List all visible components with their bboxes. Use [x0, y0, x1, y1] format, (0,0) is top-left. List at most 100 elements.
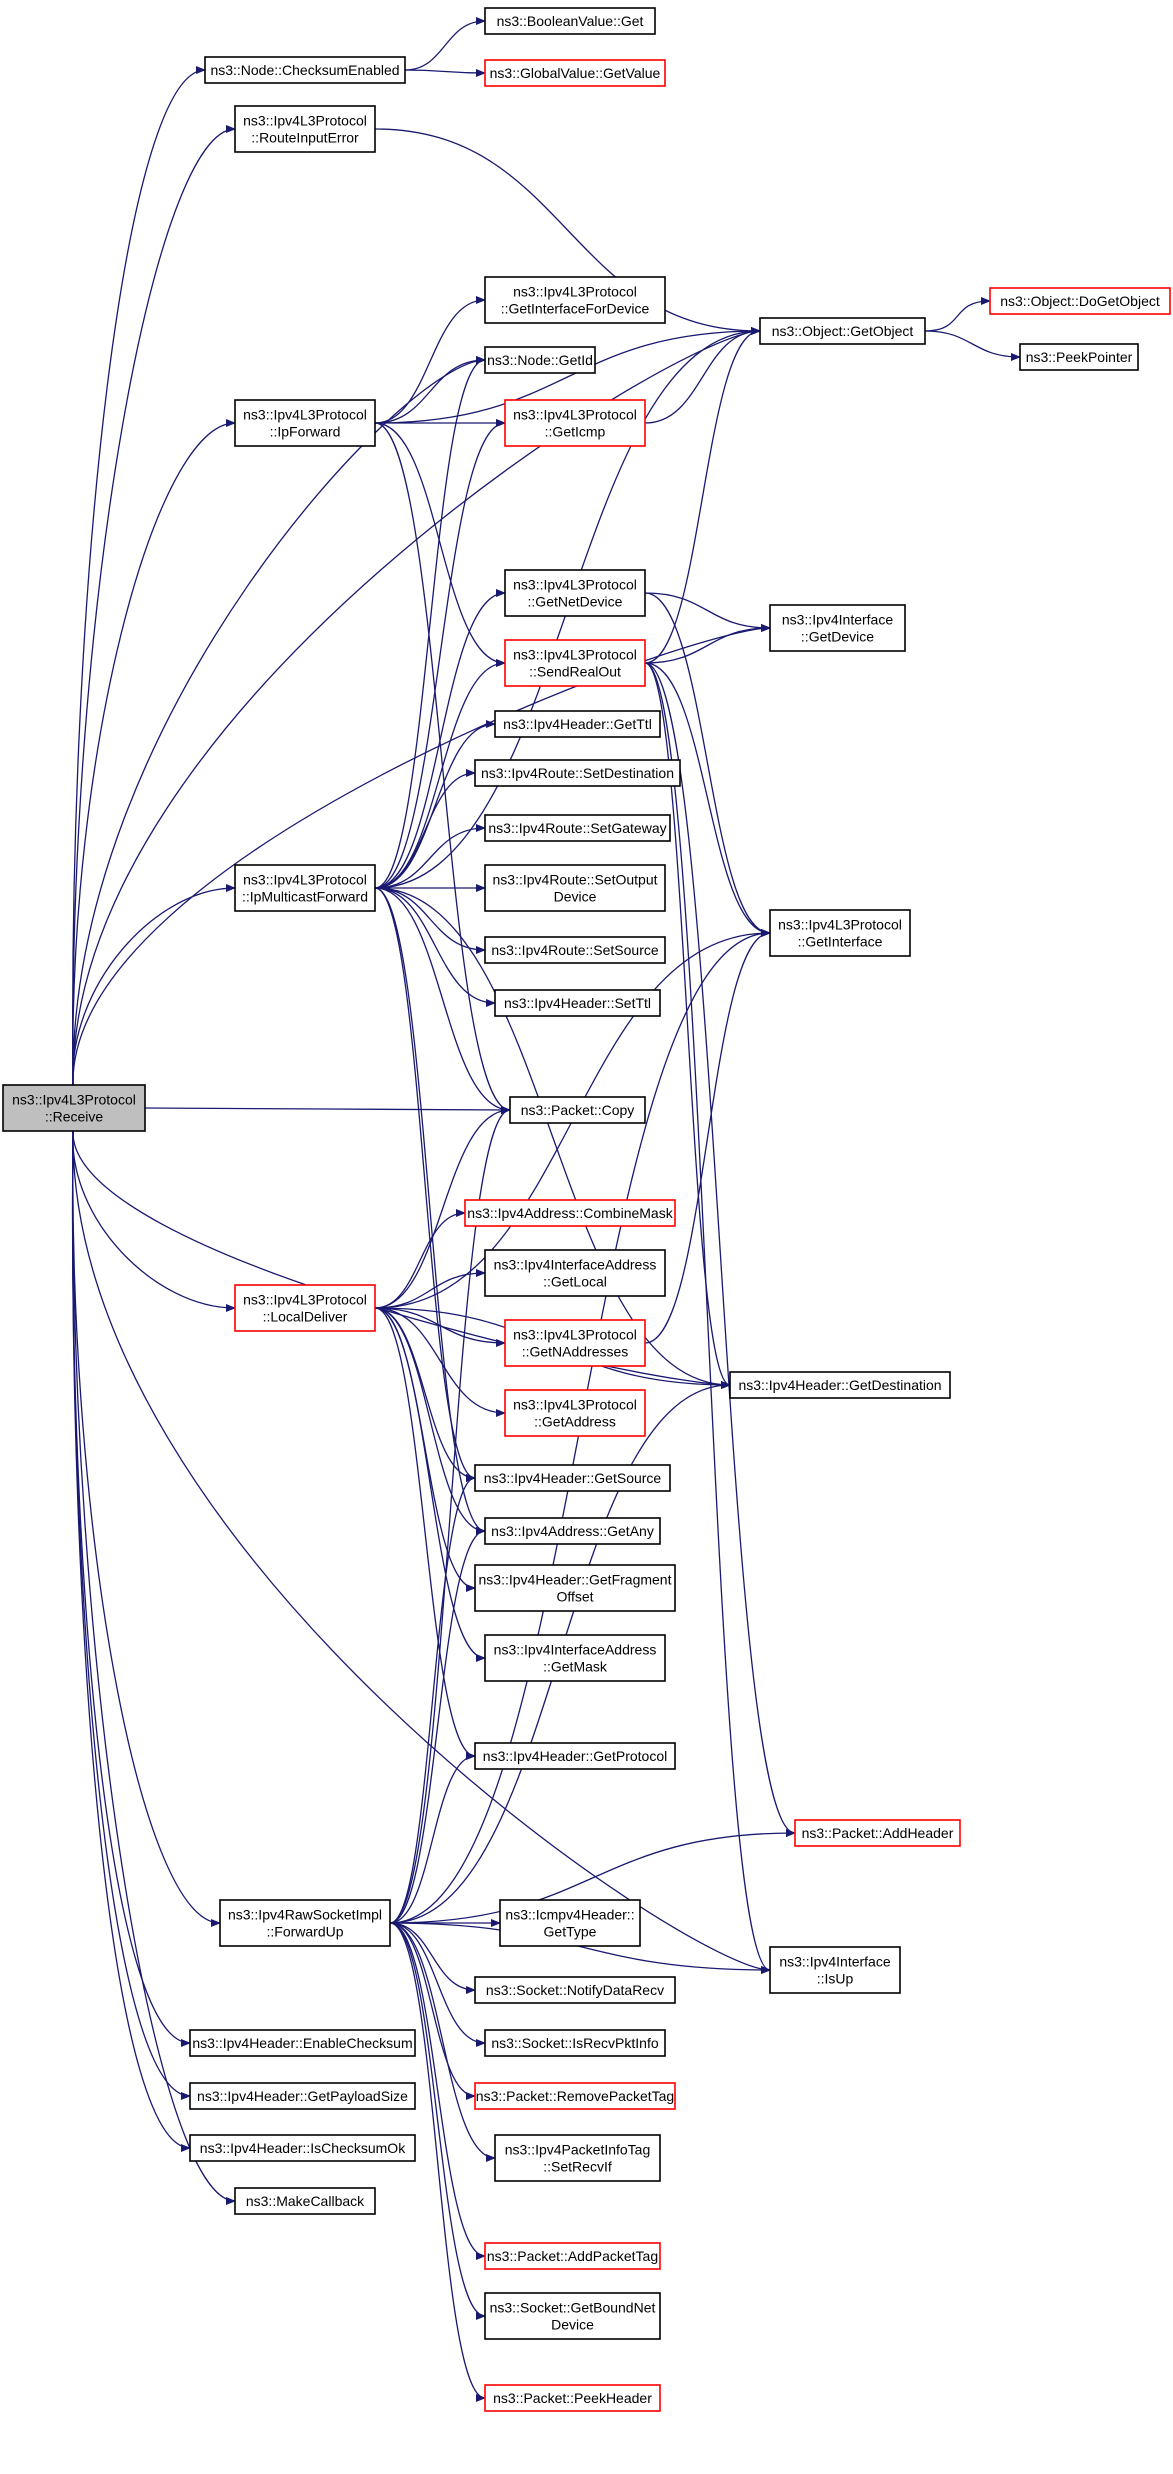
- node-geticmp[interactable]: ns3::Ipv4L3Protocol::GetIcmp: [504, 399, 646, 447]
- node-localdeliver[interactable]: ns3::Ipv4L3Protocol::LocalDeliver: [234, 1284, 376, 1332]
- edge-rawsocket-forwardup-to-pktinfotag-setrecvif: [389, 1922, 496, 2162]
- edge-ipmulticast-to-geticmp: [374, 419, 506, 889]
- node-label: ns3::PeekPointer: [1026, 349, 1133, 365]
- node-box: [189, 2134, 416, 2162]
- edge-rawsocket-forwardup-to-packet-peekheader: [389, 1922, 486, 2402]
- node-combinemask[interactable]: ns3::Ipv4Address::CombineMask: [464, 1199, 676, 1227]
- node-box: [769, 604, 906, 652]
- node-pktinfotag-setrecvif: ns3::Ipv4PacketInfoTag::SetRecvIf: [494, 2134, 661, 2182]
- node-box: [474, 2082, 676, 2110]
- node-label: ns3::Ipv4Header::GetDestination: [738, 1377, 941, 1393]
- node-label: ns3::Ipv4Header::GetProtocol: [483, 1748, 667, 1764]
- node-label: ::GetIcmp: [545, 424, 606, 440]
- edge-ipmulticast-to-sendrealout: [374, 659, 506, 889]
- node-box: [729, 1371, 951, 1399]
- edge-sendrealout-to-packet-addheader: [644, 662, 796, 1837]
- node-route-setgw: ns3::Ipv4Route::SetGateway: [484, 814, 671, 842]
- node-label: ns3::Ipv4L3Protocol: [513, 1397, 637, 1413]
- edge-sendrealout-to-iface-getdevice: [644, 624, 771, 664]
- node-label: ::GetDevice: [801, 629, 874, 645]
- node-hdr-getdest: ns3::Ipv4Header::GetDestination: [729, 1371, 951, 1399]
- edge-getobject-to-peekpointer: [924, 330, 1021, 361]
- node-label: ns3::Packet::Copy: [521, 1102, 635, 1118]
- node-label: ns3::Packet::AddHeader: [802, 1825, 954, 1841]
- node-label: ns3::Ipv4Route::SetOutput: [493, 872, 658, 888]
- node-label: ::SetRecvIf: [543, 2159, 612, 2175]
- node-box: [474, 1976, 676, 2004]
- node-label: ns3::Ipv4Header::GetTtl: [503, 716, 652, 732]
- node-label: ns3::Ipv4Address::CombineMask: [467, 1205, 673, 1221]
- node-label: ::GetAddress: [534, 1414, 616, 1430]
- edge-ipmulticast-to-hdr-getsource: [374, 887, 476, 1482]
- node-packet-peekheader[interactable]: ns3::Packet::PeekHeader: [484, 2384, 661, 2412]
- node-packet-addheader[interactable]: ns3::Packet::AddHeader: [794, 1819, 961, 1847]
- edge-route-input-error-to-getobject: [374, 128, 761, 335]
- node-box: [474, 1742, 676, 1770]
- node-packet-removetag[interactable]: ns3::Packet::RemovePacketTag: [474, 2082, 676, 2110]
- node-iface-getdevice: ns3::Ipv4Interface::GetDevice: [769, 604, 906, 652]
- node-label: ns3::Ipv4L3Protocol: [243, 1292, 367, 1308]
- edge-localdeliver-to-ifaddr-getmask: [374, 1307, 486, 1662]
- node-hdr-ischecksumok: ns3::Ipv4Header::IsChecksumOk: [189, 2134, 416, 2162]
- node-label: ns3::Ipv4L3Protocol: [12, 1092, 136, 1108]
- node-globalvalue-get[interactable]: ns3::GlobalValue::GetValue: [484, 59, 666, 87]
- node-makecallback: ns3::MakeCallback: [234, 2187, 376, 2215]
- edge-rawsocket-forwardup-to-socket-isrecvpktinfo: [389, 1922, 486, 2047]
- edge-rawsocket-forwardup-to-hdr-getsource: [389, 1474, 476, 1924]
- node-label: Offset: [556, 1589, 593, 1605]
- node-label: ::GetInterface: [798, 934, 883, 950]
- edge-ipmulticast-to-route-setgw: [374, 824, 486, 889]
- node-getnaddresses[interactable]: ns3::Ipv4L3Protocol::GetNAddresses: [504, 1319, 646, 1367]
- node-node-getid: ns3::Node::GetId: [484, 346, 596, 374]
- edge-rawsocket-forwardup-to-socket-getboundnet: [389, 1922, 486, 2320]
- edge-sendrealout-to-getinterface: [644, 662, 771, 937]
- node-sendrealout[interactable]: ns3::Ipv4L3Protocol::SendRealOut: [504, 639, 646, 687]
- node-label: ::IsUp: [817, 1971, 854, 1987]
- node-getobject: ns3::Object::GetObject: [759, 317, 926, 345]
- node-getaddress[interactable]: ns3::Ipv4L3Protocol::GetAddress: [504, 1389, 646, 1437]
- node-box: [484, 276, 666, 324]
- node-box: [1019, 343, 1139, 371]
- node-label: ::GetNAddresses: [522, 1344, 629, 1360]
- node-label: ns3::Ipv4Route::SetGateway: [488, 820, 666, 836]
- node-box: [464, 1199, 676, 1227]
- edge-sendrealout-to-hdr-getdest: [644, 662, 731, 1389]
- node-box: [474, 759, 681, 787]
- node-box: [494, 2134, 661, 2182]
- edge-ipmulticast-to-hdr-setttl: [374, 887, 496, 1007]
- edge-rawsocket-forwardup-to-hdr-getprotocol: [389, 1752, 476, 1924]
- edge-receive-to-ipmulticast: [72, 884, 236, 1086]
- node-box: [484, 2029, 666, 2057]
- node-hdr-getprotocol: ns3::Ipv4Header::GetProtocol: [474, 1742, 676, 1770]
- node-label: ns3::Ipv4RawSocketImpl: [228, 1907, 382, 1923]
- edge-ipmulticast-to-getnetdevice: [374, 589, 506, 889]
- node-box: [189, 2029, 416, 2057]
- edge-rawsocket-forwardup-to-packet-removetag: [389, 1922, 476, 2100]
- edges-layer: [71, 17, 1021, 2402]
- node-dogetobject[interactable]: ns3::Object::DoGetObject: [989, 287, 1171, 315]
- edge-localdeliver-to-addr-getany: [374, 1307, 486, 1535]
- node-ifaddr-getlocal: ns3::Ipv4InterfaceAddress::GetLocal: [484, 1249, 666, 1297]
- node-box: [794, 1819, 961, 1847]
- edge-localdeliver-to-getaddress: [374, 1307, 506, 1417]
- node-socket-notify: ns3::Socket::NotifyDataRecv: [474, 1976, 676, 2004]
- node-getnetdevice: ns3::Ipv4L3Protocol::GetNetDevice: [504, 569, 646, 617]
- node-label: ns3::Ipv4InterfaceAddress: [494, 1257, 657, 1273]
- node-label: Device: [554, 889, 597, 905]
- edge-getnetdevice-to-iface-getdevice: [644, 592, 771, 632]
- node-peekpointer: ns3::PeekPointer: [1019, 343, 1139, 371]
- node-box: [504, 1319, 646, 1367]
- edge-ipmulticast-to-route-setsource: [374, 887, 486, 954]
- node-packet-addtag[interactable]: ns3::Packet::AddPacketTag: [484, 2242, 661, 2270]
- edge-receive-to-route-input-error: [72, 125, 236, 1086]
- node-label: ns3::Ipv4L3Protocol: [513, 1327, 637, 1343]
- node-label: ns3::Ipv4Interface: [782, 612, 894, 628]
- node-box: [484, 2242, 661, 2270]
- node-icmp-gettype: ns3::Icmpv4Header::GetType: [499, 1899, 641, 1947]
- node-hdr-getsource: ns3::Ipv4Header::GetSource: [474, 1464, 671, 1492]
- node-label: Device: [551, 2317, 594, 2333]
- node-box: [759, 317, 926, 345]
- edge-localdeliver-to-combinemask: [374, 1209, 466, 1309]
- node-hdr-getpayloadsize: ns3::Ipv4Header::GetPayloadSize: [189, 2082, 416, 2110]
